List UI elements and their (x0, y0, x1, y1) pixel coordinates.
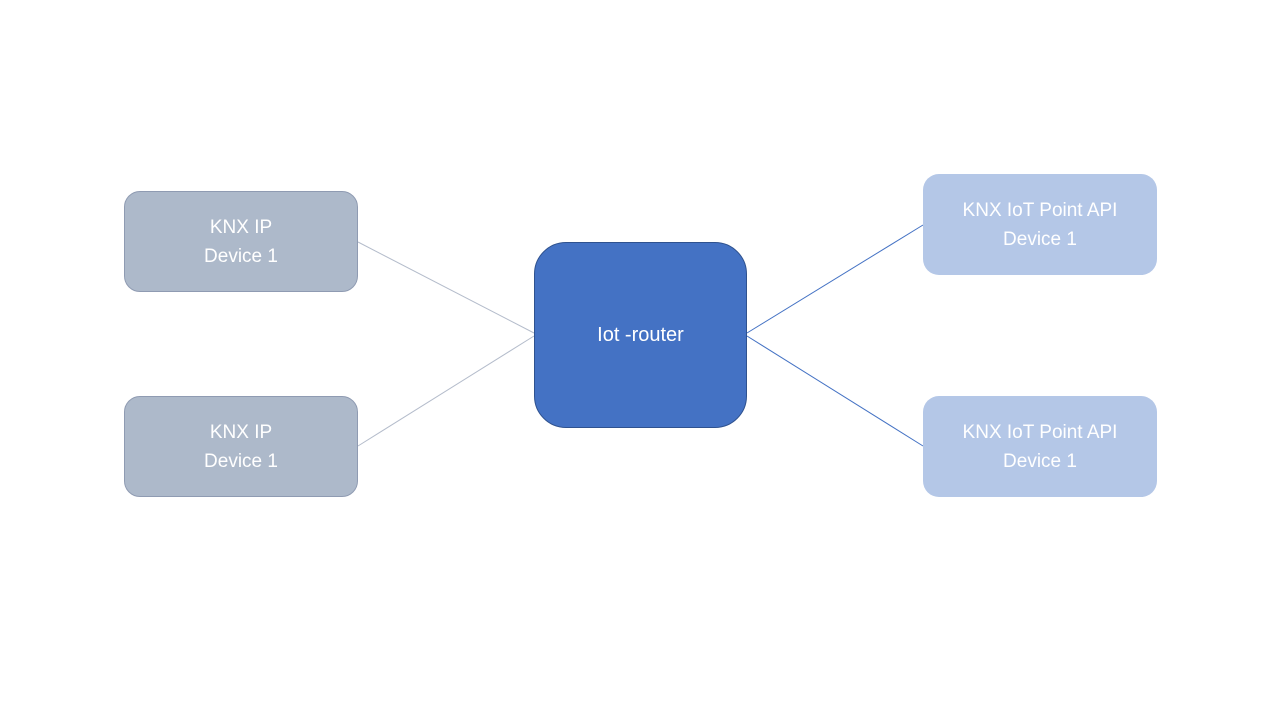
knx-ip-device-node: KNX IP Device 1 (124, 191, 358, 292)
knx-iot-point-api-device-node: KNX IoT Point API Device 1 (923, 174, 1157, 275)
knx-iot-point-api-device-node: KNX IoT Point API Device 1 (923, 396, 1157, 497)
connector-router-to-iot-2 (746, 335, 924, 447)
node-label-line2: Device 1 (1003, 228, 1077, 250)
node-label-line1: KNX IoT Point API (962, 199, 1118, 221)
connector-knx-ip-2-to-router (357, 335, 535, 447)
node-label-line1: KNX IP (209, 216, 273, 238)
router-label: Iot -router (597, 323, 684, 346)
node-label-line1: KNX IP (209, 421, 273, 443)
knx-ip-device-node: KNX IP Device 1 (124, 396, 358, 497)
node-label-line1: KNX IoT Point API (962, 421, 1118, 443)
connector-router-to-iot-1 (746, 224, 924, 334)
iot-router-node: Iot -router (534, 242, 747, 428)
node-label-line2: Device 1 (204, 245, 278, 267)
connector-knx-ip-1-to-router (357, 241, 535, 334)
node-label-line2: Device 1 (1003, 450, 1077, 472)
node-label-line2: Device 1 (204, 450, 278, 472)
